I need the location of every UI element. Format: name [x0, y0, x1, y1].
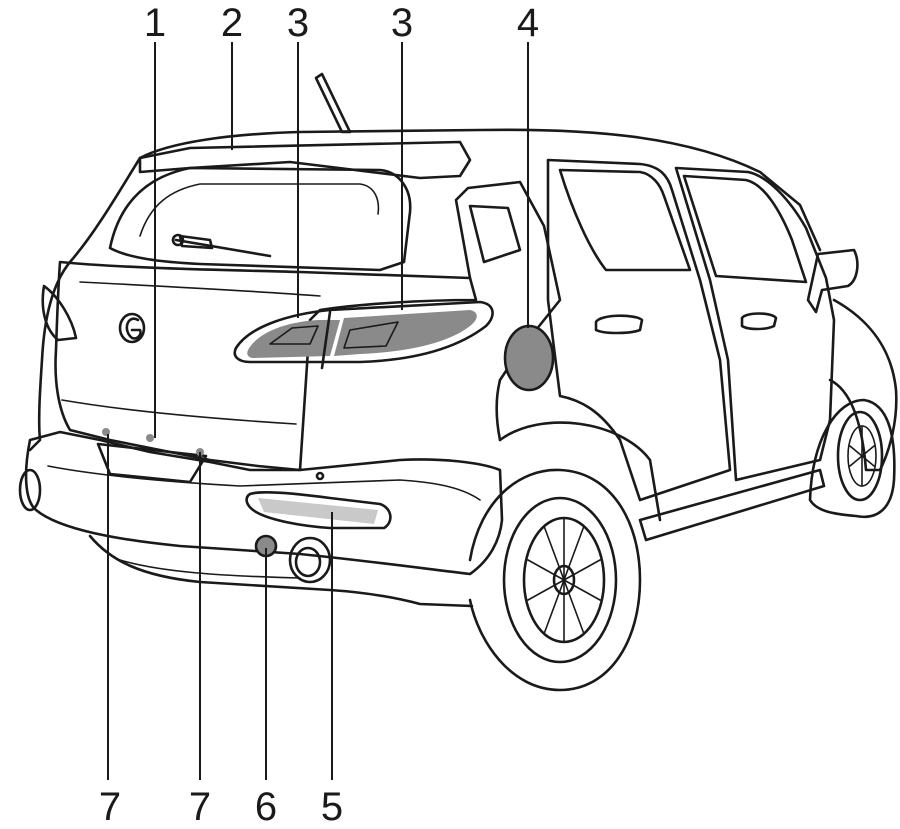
- lower-diffuser-inner: [119, 559, 301, 579]
- suv-rear-three-quarter-view: [18, 72, 898, 692]
- front-door-handle: [740, 312, 778, 331]
- rear-spoiler: [138, 140, 472, 180]
- fuel-door: [503, 324, 555, 392]
- tailgate-crease-upper: [79, 281, 321, 297]
- rear-door-handle: [594, 314, 644, 335]
- lower-diffuser: [88, 534, 474, 608]
- bumper-crease: [47, 465, 481, 501]
- left-corner-bumper: [18, 468, 42, 512]
- callout-7b: 7: [189, 785, 211, 829]
- callout-5: 5: [321, 785, 343, 829]
- callout-2: 2: [221, 1, 243, 45]
- callout-4: 4: [517, 1, 539, 45]
- rear-side-door: [546, 158, 732, 502]
- rear-side-window: [558, 168, 692, 272]
- side-mirror: [806, 248, 859, 314]
- rear-reflector-lens: [258, 498, 378, 524]
- callout-3a: 3: [287, 1, 309, 45]
- leader-lines: [107, 42, 529, 780]
- tail-light-cluster: [233, 300, 494, 370]
- parking-sensors: [102, 428, 325, 481]
- roof-outline: [138, 128, 822, 252]
- callout-3b: 3: [391, 1, 413, 45]
- callout-numbers: 1 2 3 3 4 7 7 6 5: [99, 1, 539, 829]
- rear-bumper: [24, 430, 504, 576]
- rear-window-reflection: [139, 183, 380, 237]
- tailgate-outline: [54, 260, 478, 472]
- c-pillar-window: [468, 204, 522, 264]
- license-plate-recess: [96, 442, 208, 484]
- antenna: [314, 72, 352, 134]
- callout-7a: 7: [99, 785, 121, 829]
- front-side-door: [674, 166, 836, 482]
- exhaust-pipe: [288, 536, 332, 584]
- brand-emblem: [118, 312, 146, 344]
- callout-1: 1: [144, 1, 166, 45]
- rear-window: [108, 166, 412, 272]
- rear-wiper: [171, 233, 272, 258]
- front-wheel: [808, 398, 896, 519]
- rear-wheel: [468, 421, 662, 692]
- callout-6: 6: [255, 785, 277, 829]
- front-side-window: [682, 174, 808, 284]
- side-sill: [638, 468, 826, 542]
- tailgate-crease-lower: [61, 399, 297, 425]
- right-quarter-panel: [454, 180, 562, 442]
- left-body-side: [28, 156, 142, 452]
- rear-reflector: [245, 491, 392, 530]
